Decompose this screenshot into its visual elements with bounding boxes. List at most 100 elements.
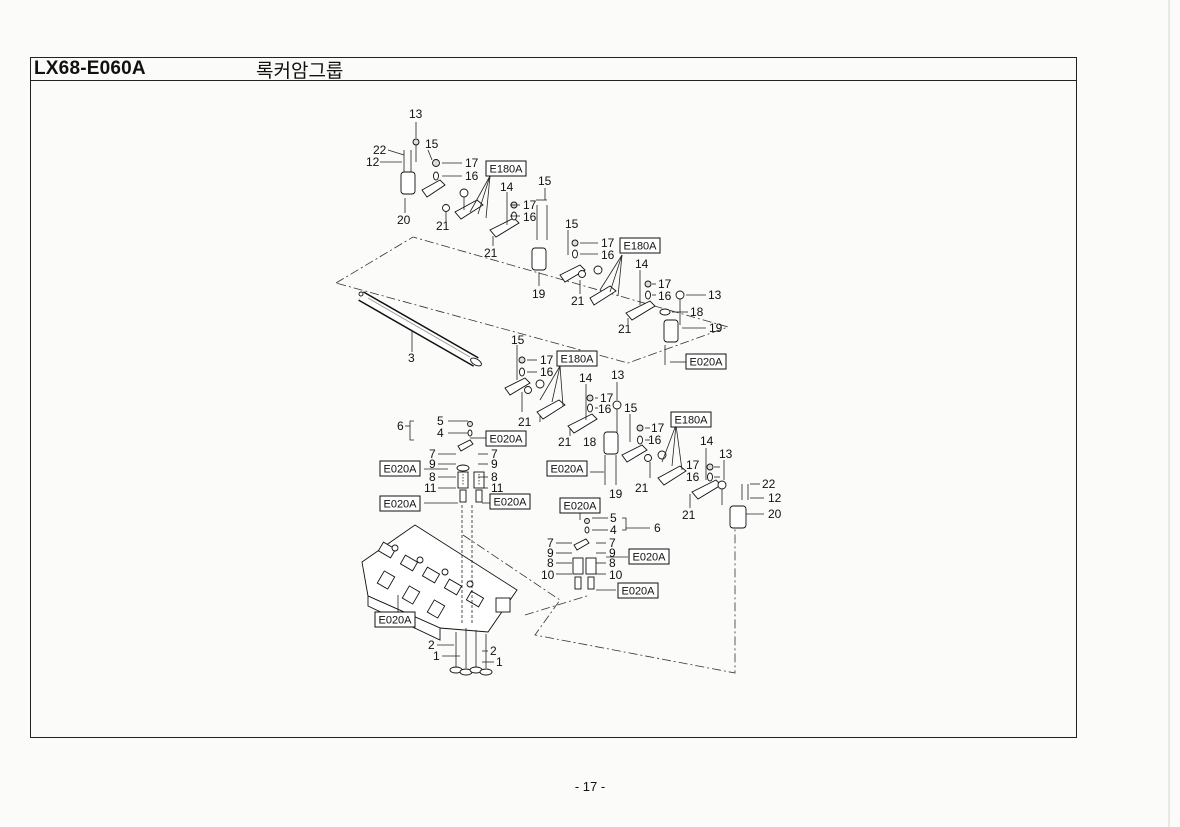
part-label: 4 [610, 523, 617, 537]
part-label: 8 [429, 470, 436, 484]
reference-box-label: E020A [632, 552, 666, 564]
page-title: 록커암그룹 [256, 60, 344, 82]
reference-box-e020a-5[interactable]: E020A [379, 495, 421, 512]
reference-box-e020a-10[interactable]: E020A [374, 611, 416, 628]
part-label: 18 [583, 435, 597, 449]
part-label: 17 [465, 156, 479, 170]
reference-box-label: E020A [621, 586, 655, 598]
part-label: 16 [465, 169, 479, 183]
part-label: 1 [496, 655, 503, 669]
part-label: 14 [700, 434, 714, 448]
part-label: 8 [547, 556, 554, 570]
part-label: 21 [484, 246, 498, 260]
reference-box-label: E020A [493, 497, 527, 509]
sheet-frame [30, 57, 1077, 738]
part-label: 21 [682, 508, 696, 522]
part-label: 17 [686, 458, 700, 472]
part-label: 9 [491, 457, 498, 471]
reference-box-label: E180A [560, 354, 594, 366]
part-label: 17 [658, 277, 672, 291]
part-label: 17 [601, 236, 615, 250]
part-label: 16 [523, 210, 537, 224]
part-label: 17 [523, 198, 537, 212]
part-label: 22 [373, 143, 387, 157]
part-label: 6 [397, 419, 404, 433]
reference-box-e020a-8[interactable]: E020A [628, 548, 670, 565]
part-label: 19 [609, 487, 623, 501]
part-number-labels: 13 22 12 15 17 16 20 21 14 15 17 16 21 1… [366, 107, 782, 669]
part-label: 7 [547, 536, 554, 550]
reference-box-label: E020A [550, 464, 584, 476]
part-label: 16 [686, 470, 700, 484]
scan-edge-shadow [1168, 0, 1170, 827]
part-label: 9 [429, 457, 436, 471]
part-label: 13 [611, 368, 625, 382]
reference-box-e020a-1[interactable]: E020A [685, 353, 727, 370]
part-label: 15 [565, 217, 579, 231]
part-label: 15 [425, 137, 439, 151]
part-label: 8 [491, 470, 498, 484]
part-label: 2 [428, 638, 435, 652]
part-label: 19 [532, 287, 546, 301]
reference-box-label: E020A [563, 501, 597, 513]
reference-box-e020a-2[interactable]: E020A [485, 430, 527, 447]
part-label: 15 [538, 174, 552, 188]
part-label: 2 [490, 644, 497, 658]
part-label: 21 [618, 322, 632, 336]
page-code: LX68-E060A [34, 58, 146, 79]
reference-box-label: E020A [489, 434, 523, 446]
part-label: 19 [709, 321, 723, 335]
reference-box-e180a-1[interactable]: E180A [485, 160, 527, 177]
reference-box-e020a-9[interactable]: E020A [617, 582, 659, 599]
reference-box-e020a-4[interactable]: E020A [379, 460, 421, 477]
part-label: 20 [768, 507, 782, 521]
part-label: 5 [437, 414, 444, 428]
part-label: 16 [658, 289, 672, 303]
part-label: 15 [624, 401, 638, 415]
part-label: 21 [436, 219, 450, 233]
part-label: 15 [511, 333, 525, 347]
lower-rocker-arm-group [504, 356, 749, 529]
part-label: 7 [609, 536, 616, 550]
reference-box-e180a-2[interactable]: E180A [619, 237, 661, 254]
reference-box-e020a-7[interactable]: E020A [559, 497, 601, 514]
reference-box-label: E020A [378, 615, 412, 627]
part-label: 13 [708, 288, 722, 302]
part-label: 9 [609, 546, 616, 560]
assembly-dash-lines [335, 236, 736, 674]
reference-box-label: E020A [383, 464, 417, 476]
part-label: 17 [540, 353, 554, 367]
part-label: 21 [518, 415, 532, 429]
part-label: 3 [408, 351, 415, 365]
reference-box-e020a-3[interactable]: E020A [546, 460, 588, 477]
reference-box-e180a-3[interactable]: E180A [556, 350, 598, 367]
part-label: 16 [648, 433, 662, 447]
part-label: 17 [600, 391, 614, 405]
part-label: 22 [762, 477, 776, 491]
part-label: 16 [598, 402, 612, 416]
leader-lines [380, 122, 764, 663]
part-label: 5 [610, 511, 617, 525]
valve-train-right [572, 518, 597, 590]
reference-box-label: E020A [689, 357, 723, 369]
part-label: 13 [719, 447, 733, 461]
valve-train-left [456, 421, 485, 503]
part-label: 17 [651, 421, 665, 435]
reference-box-e180a-4[interactable]: E180A [670, 411, 712, 428]
header-bar: LX68-E060A 록커암그룹 [30, 57, 1077, 82]
part-label: 1 [433, 649, 440, 663]
part-label: 16 [540, 365, 554, 379]
part-label: 11 [424, 481, 437, 495]
reference-box-e020a-6[interactable]: E020A [489, 493, 531, 510]
part-label: 4 [437, 426, 444, 440]
part-label: 12 [366, 155, 380, 169]
part-label: 10 [541, 568, 555, 582]
page-number: - 17 - [574, 779, 606, 794]
reference-box-label: E020A [383, 499, 417, 511]
part-label: 11 [491, 481, 504, 495]
reference-box-label: E180A [674, 415, 708, 427]
upper-rocker-arm-group [400, 138, 685, 365]
rocker-shaft [358, 291, 482, 367]
part-label: 14 [500, 180, 514, 194]
